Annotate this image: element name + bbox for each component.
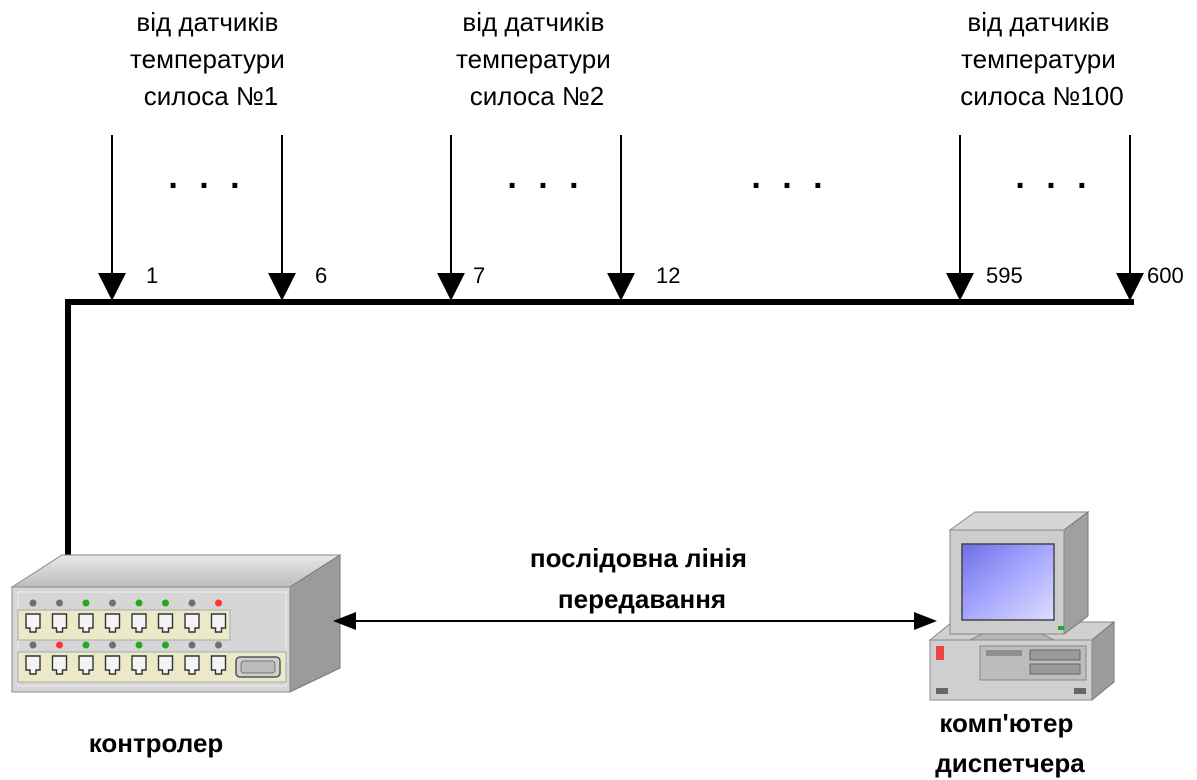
status-led: [109, 599, 116, 607]
network-port: [157, 655, 174, 675]
network-port: [25, 613, 41, 633]
serial-link-arrowhead-right: [914, 612, 937, 630]
ellipsis-1: . . .: [168, 158, 245, 196]
network-port: [131, 613, 147, 633]
status-led: [29, 599, 37, 607]
sensor-number-600: 600: [1147, 263, 1184, 288]
status-led: [215, 641, 222, 649]
ellipsis-4: . . .: [1015, 158, 1092, 196]
network-port: [51, 655, 68, 675]
source-label-silo-100: від датчиків температури силоса №100: [960, 7, 1123, 111]
network-port: [131, 655, 147, 675]
status-led: [29, 641, 37, 649]
network-port: [210, 613, 227, 633]
status-led: [162, 599, 169, 607]
status-led: [215, 599, 222, 607]
source-label-silo-1: від датчиків температури силоса №1: [130, 7, 292, 111]
sensor-number-1: 1: [146, 263, 158, 288]
status-led: [109, 641, 116, 649]
status-led: [188, 599, 196, 607]
source-label-silo-2: від датчиків температури силоса №2: [456, 7, 618, 111]
sensor-bus: [65, 299, 1134, 560]
status-led: [56, 641, 63, 649]
serial-link-label: послідовна лінія передавання: [530, 543, 754, 614]
serial-link-arrowhead-left: [333, 612, 356, 630]
network-port: [157, 613, 174, 633]
status-led: [82, 641, 90, 649]
sensor-number-12: 12: [656, 263, 680, 288]
network-port: [210, 655, 227, 675]
network-port: [25, 655, 41, 675]
status-led: [162, 641, 169, 649]
network-port: [51, 613, 68, 633]
network-port: [104, 655, 121, 675]
status-led: [188, 641, 196, 649]
network-port: [104, 613, 121, 633]
network-port: [184, 655, 200, 675]
sensor-number-595: 595: [986, 263, 1023, 288]
status-led: [135, 599, 143, 607]
status-led: [56, 599, 63, 607]
status-led: [135, 641, 143, 649]
sensor-number-6: 6: [315, 263, 327, 288]
ellipsis-2: . . .: [507, 158, 584, 196]
computer-icon: [928, 511, 1116, 702]
network-port: [78, 655, 94, 675]
controller-label: контролер: [89, 728, 224, 758]
network-port: [78, 613, 94, 633]
computer-label: комп'ютер диспетчера: [935, 708, 1085, 778]
ellipsis-3: . . .: [751, 158, 828, 196]
controller-icon: [10, 554, 342, 693]
network-port: [184, 613, 200, 633]
status-led: [82, 599, 90, 607]
sensor-number-7: 7: [473, 263, 485, 288]
